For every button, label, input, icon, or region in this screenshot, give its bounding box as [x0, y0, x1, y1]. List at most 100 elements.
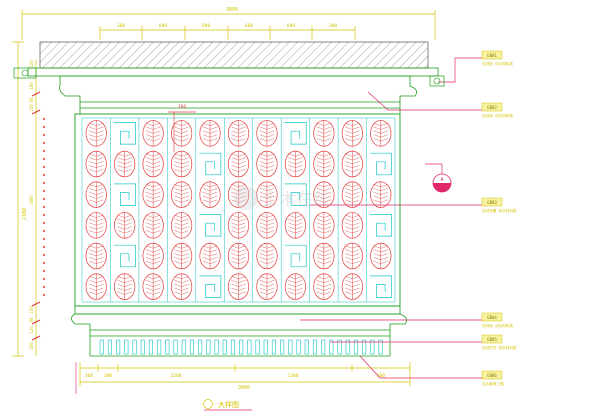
leaf-vein [202, 245, 211, 249]
leaf-vein [345, 226, 353, 230]
baluster [124, 339, 129, 355]
baluster [247, 339, 252, 355]
leaf-vein [352, 157, 360, 161]
leaf-vein [231, 245, 239, 249]
baluster [222, 339, 227, 355]
leaf-vein [153, 188, 161, 191]
leaf-vein [295, 214, 303, 218]
leaf-vein [181, 226, 189, 230]
leaf-vein [295, 291, 303, 295]
leaf-vein [380, 138, 389, 142]
leaf-vein [145, 260, 154, 264]
leaf-vein [96, 188, 104, 191]
leaf-vein [153, 287, 161, 291]
baluster [280, 339, 285, 355]
leaf-vein [352, 280, 360, 283]
leaf-vein [316, 226, 324, 230]
leaf-vein [323, 226, 332, 230]
leaf-vein [259, 260, 268, 264]
leaf-vein [316, 222, 324, 226]
leaf-vein [145, 195, 154, 199]
leaf-vein [316, 165, 324, 169]
leaf-vein [96, 222, 104, 226]
leaf-vein [174, 222, 182, 226]
leaf-vein [117, 214, 125, 218]
leaf-vein [266, 130, 275, 134]
leaf-vein [323, 191, 332, 195]
leaf-vein [238, 214, 246, 218]
leaf-vein [202, 184, 211, 188]
leaf-vein [266, 168, 275, 172]
leaf-vein [174, 291, 182, 295]
leaf-vein [352, 153, 360, 157]
callout-tag-box [481, 312, 503, 322]
leaf-vein [259, 168, 268, 172]
leaf-vein [96, 184, 104, 188]
baluster [329, 339, 334, 355]
leaf-vein [316, 214, 324, 218]
leaf-vein [259, 245, 268, 249]
leaf-vein [231, 122, 239, 126]
leaf-vein [288, 283, 296, 287]
leaf-vein [153, 199, 161, 203]
leaf-vein [295, 226, 303, 230]
leaf-vein [117, 226, 125, 230]
leaf-vein [96, 287, 104, 291]
leaf-vein [231, 165, 239, 169]
leaf-vein [202, 134, 211, 138]
top-segment-label: 600 [159, 23, 167, 29]
callout-note: 石材栏杆 详见材料表 [482, 345, 517, 350]
drawing-title-block: 大样图 [203, 399, 252, 411]
leaf-vein [259, 230, 268, 234]
leaf-vein [352, 222, 360, 226]
leaf-vein [266, 153, 275, 157]
leaf-vein [88, 184, 97, 188]
leaf-vein [380, 195, 389, 199]
leaf-vein [145, 184, 154, 188]
left-dimension-label: 60 [29, 317, 34, 322]
leaf-vein [352, 287, 360, 291]
leaf-vein [88, 287, 97, 291]
leaf-vein [153, 157, 161, 161]
leaf-vein [174, 230, 182, 234]
leaf-vein [96, 230, 104, 234]
fret-motif [113, 244, 136, 268]
leaf-vein [231, 230, 239, 234]
leaf-vein [124, 222, 132, 226]
leaf-vein [153, 291, 161, 295]
leaf-vein [117, 222, 125, 226]
leaf-vein [96, 253, 104, 257]
baluster [312, 339, 318, 355]
leaf-vein [231, 138, 239, 142]
leaf-vein [380, 188, 389, 191]
leaf-vein [96, 134, 104, 138]
leaf-vein [266, 257, 275, 261]
leaf-vein [238, 218, 246, 222]
leaf-vein [96, 130, 104, 134]
leaf-vein [238, 253, 246, 257]
leaf-vein [209, 184, 218, 188]
leaf-vein [202, 249, 211, 253]
leaf-vein [373, 138, 381, 142]
callout-note: 石材线 详见材料表 [482, 323, 513, 328]
top-right-connector [429, 75, 445, 87]
top-segment-label: 300 [117, 23, 125, 29]
leaf-vein [345, 245, 353, 249]
leaf-vein [323, 157, 332, 161]
leaf-vein [96, 157, 104, 161]
leaf-vein [288, 291, 296, 295]
leaf-vein [323, 249, 332, 253]
baluster [321, 339, 326, 355]
baluster [271, 339, 277, 355]
leaf-vein [266, 287, 275, 291]
leaf-vein [153, 283, 161, 287]
leaf-vein [345, 138, 353, 142]
leaf-vein [266, 138, 275, 142]
leaf-vein [323, 276, 332, 280]
leaf-vein [295, 287, 303, 291]
leaf-vein [238, 188, 246, 191]
top-total-label: 3000 [226, 7, 238, 13]
leaf-vein [88, 168, 97, 172]
